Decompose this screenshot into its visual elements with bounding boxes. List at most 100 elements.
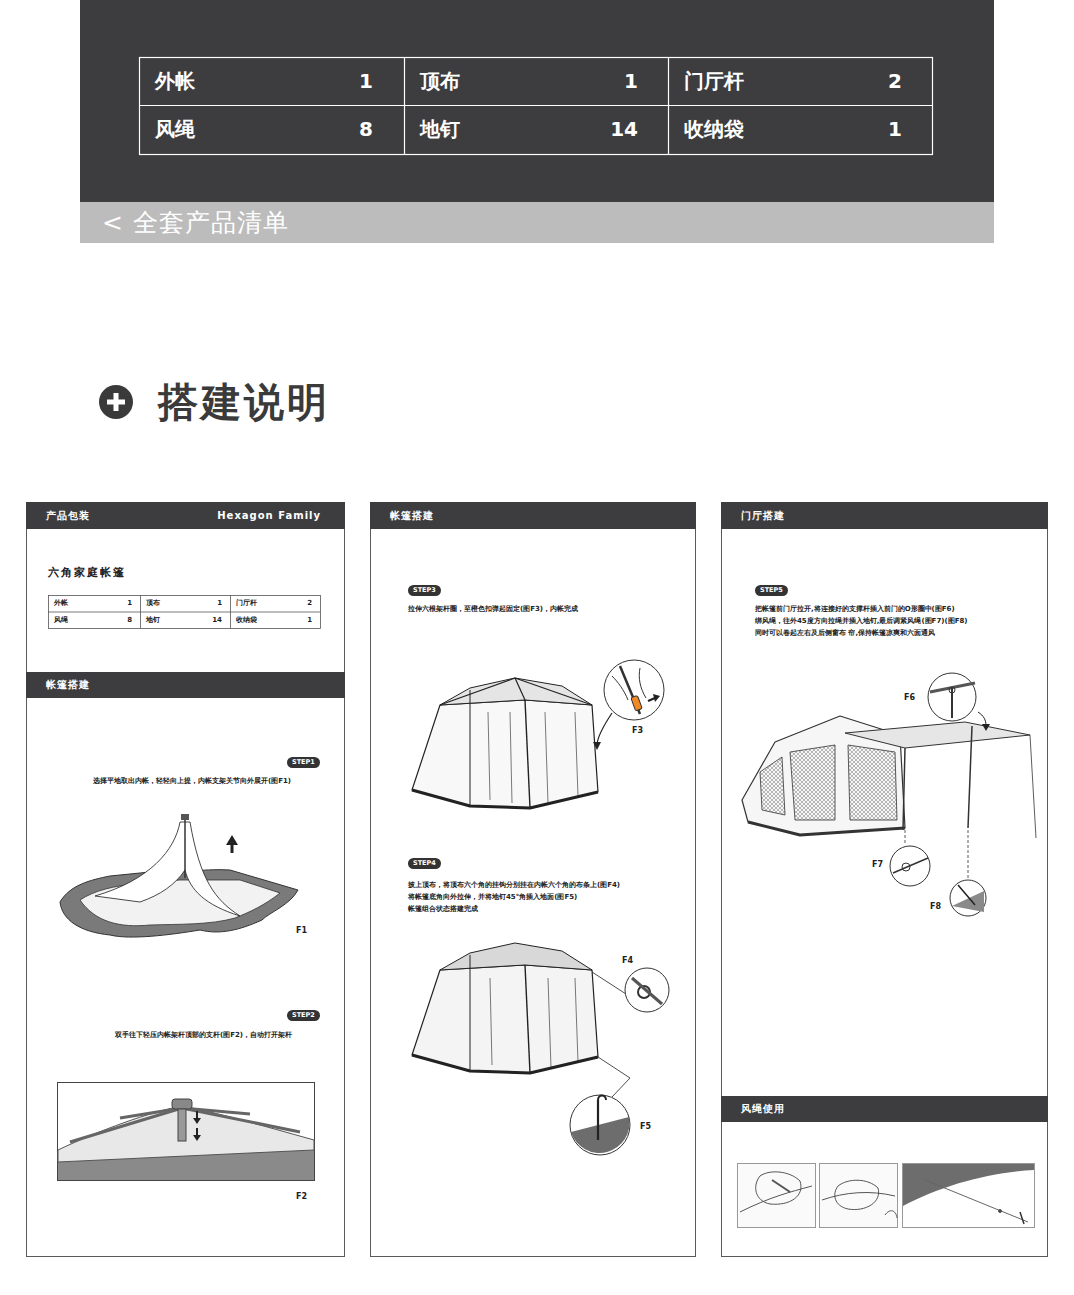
table-cell: 六角家庭帐篷 — [48, 566, 126, 579]
table-cell: 1 — [127, 599, 132, 607]
guyrope-photos — [903, 1164, 1034, 1206]
peg-detail-callout — [598, 1096, 606, 1101]
table-cell: 2 — [307, 599, 312, 607]
table-cell: 收纳袋 — [236, 616, 257, 624]
clip-detail-callout — [593, 742, 601, 750]
node-text: Hexagon Family — [217, 510, 321, 521]
section-title: 搭建说明 — [158, 374, 330, 430]
table-cell: 顶布 — [146, 599, 160, 607]
table-cell: 14 — [610, 117, 638, 141]
step-instruction: 把帐篷前门厅拉开,将连接好的支撑杆插入前门的O形圈中(图F6) — [755, 605, 955, 613]
guyline-detail-callout — [893, 858, 928, 873]
frame-press-figure — [120, 1108, 182, 1118]
mini-table — [49, 596, 321, 629]
guyrope-photos — [822, 1193, 895, 1200]
inner-tent-frame-figure — [575, 712, 578, 796]
label-box: 顶布 — [420, 57, 540, 105]
header-panel — [80, 0, 994, 202]
plus-icon — [99, 385, 133, 419]
flysheet-tent-figure — [548, 978, 551, 1068]
flysheet-tent-figure — [412, 1055, 598, 1073]
flysheet-tent-figure — [470, 955, 471, 1071]
vestibule-tent-figure — [903, 748, 905, 830]
label-box: 将帐篷底角向外拉伸，并将地钉45°角插入地面(图F5) — [408, 892, 577, 902]
step-instruction: 选择平地取出内帐，轻轻向上提，内帐支架关节向外展开(图F1) — [93, 777, 291, 785]
inner-tent-frame-figure — [412, 678, 598, 808]
table-cell: 1 — [217, 599, 222, 607]
frame-press-figure — [70, 1108, 182, 1142]
table-cell: 1 — [888, 117, 902, 141]
node-text: 风绳使用 — [741, 1102, 785, 1116]
node-text: 门厅搭建 — [741, 509, 785, 523]
flysheet-tent-figure — [592, 972, 626, 994]
label-box: F4 — [622, 956, 633, 966]
inner-tent-frame-figure — [545, 712, 548, 803]
guyrope-photos — [885, 1211, 897, 1218]
vestibule-tent-figure — [845, 722, 1030, 748]
table-cell: 1 — [359, 69, 373, 93]
section-band: < 全套产品清单 — [80, 202, 994, 243]
peg-tension-callout — [950, 880, 986, 916]
vestibule-tent-figure — [968, 830, 969, 878]
table-cell: 外帐 — [155, 69, 195, 93]
inner-tent-frame-figure — [488, 712, 490, 800]
clip-detail-callout — [597, 713, 612, 744]
guyrope-photos — [835, 1180, 879, 1209]
node-text: STEP5 — [760, 586, 783, 594]
figure-number: F3 — [632, 726, 643, 735]
table-cell: 地钉 — [420, 117, 460, 141]
step-instruction: 双手往下轻压内帐架杆顶部的支杆(图F2)，自动打开架杆 — [115, 1031, 292, 1039]
step-instruction: 将帐篷底角向外拉伸，并将地钉45°角插入地面(图F5) — [408, 893, 577, 901]
step-badge: STEP5 — [755, 585, 788, 596]
step-instruction: 披上顶布，将顶布六个角的挂钩分别挂在内帐六个角的布条上(图F4) — [408, 881, 620, 889]
table-cell: 8 — [127, 616, 132, 624]
step-instruction: 帐篷组合状态搭建完成 — [408, 905, 478, 913]
peg-tension-callout — [950, 880, 986, 916]
label-box: 1 — [270, 612, 312, 629]
label-box: 1 — [788, 105, 902, 153]
label-box: 2 — [270, 595, 312, 612]
inner-tent-frame-figure — [470, 690, 471, 806]
flysheet-tent-figure — [412, 943, 630, 1078]
label-box: 把帐篷前门厅拉开,将连接好的支撑杆插入前门的O形圈中(图F6) — [755, 604, 955, 614]
table-cell: 8 — [359, 117, 373, 141]
inner-tent-frame-figure — [440, 678, 592, 705]
node-text: 产品包装 — [46, 509, 90, 523]
step-instruction: 同时可以卷起左右及后侧窗布 帘,保持帐篷凉爽和六面通风 — [755, 629, 935, 637]
label-box: F6 — [904, 693, 915, 703]
label-box: 风绳 — [54, 612, 104, 629]
instruction-panel: 帐篷搭建STEP3STEP4 — [370, 502, 696, 1257]
guyline-detail-callout — [890, 846, 930, 886]
title-text: 搭建说明 — [158, 379, 330, 425]
ring-detail-callout — [928, 673, 976, 721]
plus-icon — [99, 385, 133, 419]
label-box: F7 — [872, 860, 883, 870]
guyrope-photos — [772, 1180, 790, 1192]
figure-number: F5 — [640, 1122, 651, 1131]
label-box: 1 — [180, 595, 222, 612]
label-box: 收纳袋 — [236, 612, 286, 629]
clip-detail-callout — [604, 660, 664, 720]
flysheet-tent-figure — [440, 943, 592, 970]
label-box: 同时可以卷起左右及后侧窗布 帘,保持帐篷凉爽和六面通风 — [755, 628, 935, 638]
vestibule-tent-figure — [968, 726, 972, 828]
vestibule-tent-figure — [790, 745, 835, 820]
label-box: 地钉 — [146, 612, 196, 629]
label-box: F1 — [296, 926, 307, 936]
label-box: 1 — [524, 57, 638, 105]
vestibule-tent-figure — [848, 745, 897, 820]
inner-tent-figure — [95, 822, 240, 916]
label-box: 1 — [259, 57, 373, 105]
label-box: 选择平地取出内帐，轻轻向上提，内帐支架关节向外展开(图F1) — [93, 776, 291, 786]
label-box: 门厅杆 — [684, 57, 804, 105]
label-box: 8 — [259, 105, 373, 153]
label-box: 顶布 — [146, 595, 196, 612]
label-box: 1 — [90, 595, 132, 612]
inner-tent-figure — [60, 814, 298, 937]
vestibule-tent-figure — [748, 822, 905, 835]
guyline-detail-callout — [902, 863, 910, 871]
frame-press-figure — [196, 1128, 198, 1136]
step-instruction: 拉伸六根架杆圈，至橙色扣弹起固定(图F3)，内帐完成 — [408, 605, 578, 613]
node-text: 帐篷搭建 — [46, 678, 90, 692]
table-cell: 收纳袋 — [684, 117, 744, 141]
